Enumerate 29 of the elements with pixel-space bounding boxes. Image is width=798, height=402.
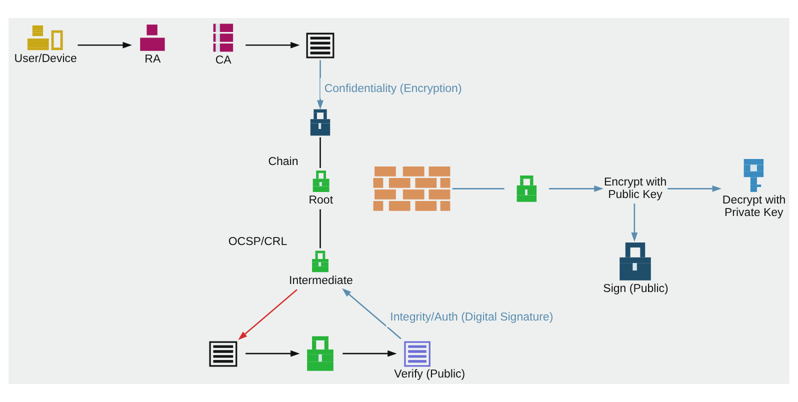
- arrow: [246, 350, 300, 357]
- arrow: [317, 60, 324, 110]
- node-picture: [306, 32, 334, 58]
- connector: [320, 137, 321, 168]
- node-label: Chain: [268, 156, 298, 168]
- connector: [452, 188, 504, 190]
- node-label: OCSP/CRL: [228, 236, 288, 248]
- node-label: CA: [215, 54, 232, 66]
- arrow: [549, 185, 604, 192]
- arrow: [238, 289, 298, 340]
- arrow: [668, 185, 722, 192]
- node-label: User/Device: [14, 52, 77, 65]
- node-picture: [404, 341, 430, 367]
- node-label: Verify (Public): [394, 368, 466, 381]
- node-label: RA: [144, 54, 161, 66]
- edge-label: Integrity/Auth (Digital Signature): [390, 311, 554, 324]
- node-picture: [209, 341, 238, 367]
- node-label: Sign (Public): [603, 283, 668, 296]
- node-label: Intermediate: [288, 274, 353, 287]
- node-text: Encrypt with Public Key: [604, 176, 667, 201]
- arrow: [631, 204, 638, 242]
- arrow: [342, 350, 397, 357]
- node-label: Decrypt with Private Key: [722, 194, 786, 219]
- node-label: Root: [308, 194, 334, 207]
- edge-label: Confidentiality (Encryption): [324, 82, 462, 95]
- connector: [320, 209, 321, 248]
- arrow: [78, 42, 132, 48]
- arrow: [342, 288, 402, 340]
- arrow: [246, 42, 300, 48]
